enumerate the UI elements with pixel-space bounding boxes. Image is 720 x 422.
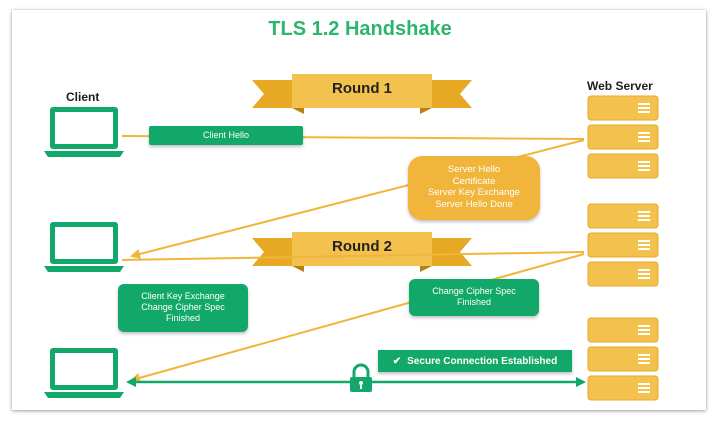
server-hello-box: Server Hello Certificate Server Key Exch… <box>408 156 540 220</box>
server-stack-2 <box>587 203 659 287</box>
client-key-exchange-line: Client Key Exchange <box>141 291 225 301</box>
server-finished-line: Finished <box>456 297 492 307</box>
client-change-cipher-line: Change Cipher Spec <box>141 302 225 312</box>
client-key-exchange-box: Client Key Exchange Change Cipher Spec F… <box>118 284 248 332</box>
client-finished-line: Finished <box>165 313 201 323</box>
check-icon: ✔ <box>392 355 402 367</box>
client-key-line <box>121 251 585 261</box>
round-1-label: Round 1 <box>332 80 392 97</box>
server-finish-arrow <box>130 253 585 383</box>
server-hello-done-line: Server Hello Done <box>435 198 513 210</box>
web-server-label: Web Server <box>587 79 653 93</box>
server-change-cipher-box: Change Cipher Spec Finished <box>409 279 539 316</box>
client-hello-box: Client Hello <box>149 126 303 145</box>
client-laptop-3 <box>44 348 124 398</box>
secure-connection-banner: ✔ Secure Connection Established <box>378 350 572 372</box>
server-key-exchange-line: Server Key Exchange <box>428 187 520 198</box>
client-hello-text: Client Hello <box>202 130 250 140</box>
secure-connection-text: Secure Connection Established <box>407 355 558 367</box>
diagram-title: TLS 1.2 Handshake <box>268 18 452 40</box>
certificate-line: Certificate <box>452 175 496 187</box>
lock-icon <box>350 363 372 392</box>
client-laptop-1 <box>44 107 124 157</box>
server-hello-line: Server Hello <box>447 164 501 175</box>
server-stack-1 <box>587 95 659 179</box>
server-change-cipher-line: Change Cipher Spec <box>432 286 516 296</box>
client-laptop-2 <box>44 222 124 272</box>
round-2-label: Round 2 <box>332 238 392 255</box>
client-label: Client <box>66 90 100 104</box>
server-stack-3 <box>587 317 659 401</box>
